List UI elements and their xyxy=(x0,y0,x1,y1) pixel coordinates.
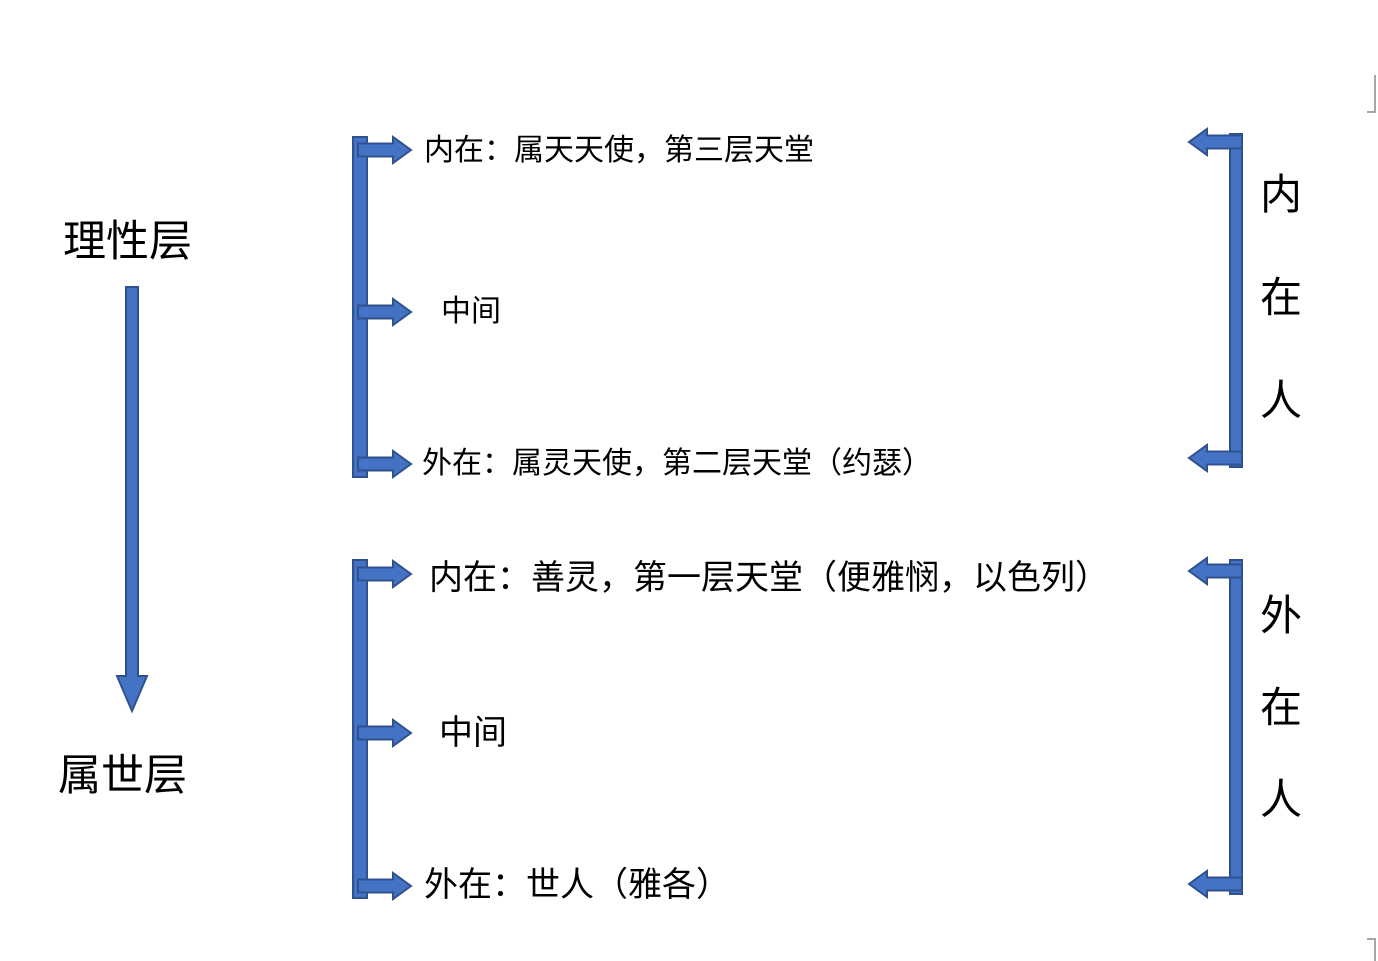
right-lower-label: 外在人 xyxy=(1259,592,1302,823)
lower-row-middle: 中间 xyxy=(439,714,507,752)
upper-row-outer: 外在：属灵天使，第二层天堂（约瑟） xyxy=(422,447,932,480)
right-upper-label: 内在人 xyxy=(1259,171,1302,424)
right-upper-arrow-bottom xyxy=(1187,443,1243,473)
lower-branch-arrow-3 xyxy=(357,871,413,901)
right-upper-arrow-top xyxy=(1187,127,1243,157)
right-upper-bracket-bar xyxy=(1229,133,1243,468)
upper-row-middle: 中间 xyxy=(441,295,501,328)
upper-branch-arrow-3 xyxy=(357,449,413,479)
left-bottom-label: 属世层 xyxy=(58,752,187,800)
lower-row-inner: 内在：善灵，第一层天堂（便雅悯，以色列） xyxy=(429,559,1109,597)
upper-branch-arrow-2 xyxy=(357,297,413,327)
left-top-label: 理性层 xyxy=(63,218,192,266)
lower-branch-arrow-2 xyxy=(357,718,413,748)
edge-mark-bottom-right xyxy=(1374,938,1376,961)
upper-branch-arrow-1 xyxy=(357,135,413,165)
right-lower-bracket-bar xyxy=(1229,559,1243,895)
edge-mark-top-right xyxy=(1374,75,1376,113)
right-lower-arrow-bottom xyxy=(1187,869,1243,899)
lower-branch-arrow-1 xyxy=(357,559,413,589)
upper-row-inner: 内在：属天天使，第三层天堂 xyxy=(424,134,814,167)
right-lower-arrow-top xyxy=(1187,556,1243,586)
edge-mark-bottom-right-foot xyxy=(1367,938,1376,940)
edge-mark-top-right-foot xyxy=(1367,111,1376,113)
lower-row-outer: 外在：世人（雅各） xyxy=(424,866,730,904)
down-arrow xyxy=(115,286,149,714)
